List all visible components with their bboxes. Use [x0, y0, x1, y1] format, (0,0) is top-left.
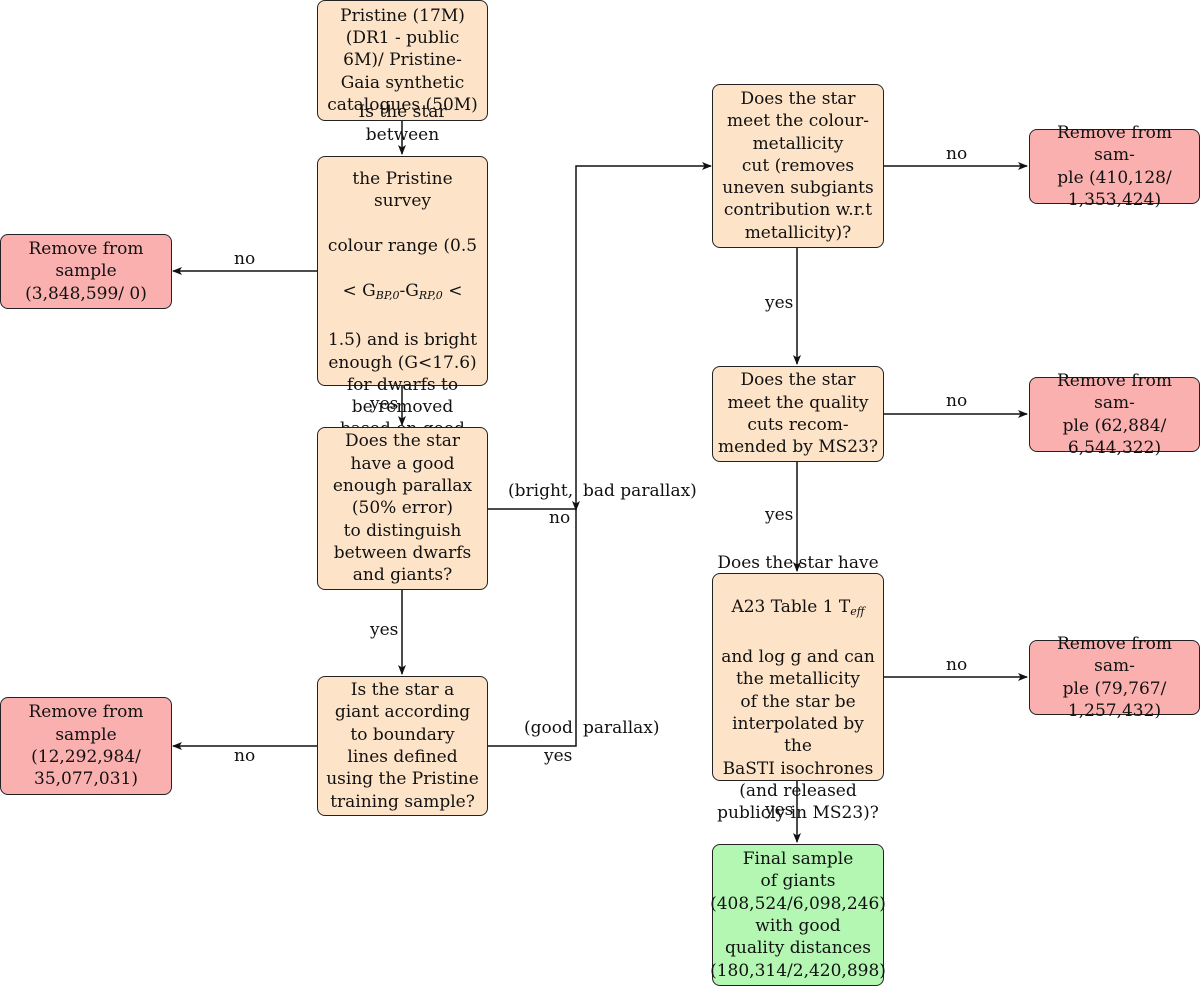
label-no-q1: no — [234, 249, 256, 269]
q1-line3: colour range (0.5 — [327, 236, 478, 257]
node-source-catalogues: Pristine (17M) (DR1 - public 6M)/ Pristi… — [317, 0, 488, 121]
label-yes-q4: yes — [765, 293, 794, 313]
node-remove-quality-cuts: Remove from sam- ple (62,884/ 6,544,322) — [1029, 371, 1200, 458]
q6-line2: A23 Table 1 Teff — [731, 597, 865, 619]
node-remove-colour-metallicity: Remove from sam- ple (410,128/ 1,353,424… — [1029, 123, 1200, 210]
label-no-q4: no — [946, 144, 968, 164]
q6-line1: Does the star have — [717, 552, 879, 573]
label-yes-q2: yes — [370, 620, 399, 640]
label-good-left: (good — [524, 718, 573, 738]
node-isochrone-question: Does the star have A23 Table 1 Teff and … — [712, 553, 884, 823]
label-no-q5: no — [946, 391, 968, 411]
label-no-q2: no — [549, 508, 571, 528]
node-giant-question: Is the star a giant according to boundar… — [317, 676, 488, 816]
label-bright-right: bad parallax) — [583, 481, 697, 501]
node-remove-colour-range: Remove from sample (3,848,599/ 0) — [0, 234, 172, 309]
node-remove-isochrone: Remove from sam- ple (79,767/ 1,257,432) — [1029, 634, 1200, 721]
node-colour-range-question: Is the star between the Pristine survey … — [317, 102, 488, 462]
label-no-q3: no — [234, 746, 256, 766]
label-good-right: parallax) — [583, 718, 660, 738]
label-bright-left: (bright, — [508, 481, 574, 501]
node-quality-cuts-question: Does the star meet the quality cuts reco… — [712, 366, 884, 462]
node-remove-dwarfs: Remove from sample (12,292,984/ 35,077,0… — [0, 697, 172, 795]
node-colour-metallicity-question: Does the star meet the colour- metallici… — [712, 84, 884, 248]
node-final-sample: Final sample of giants (408,524/6,098,24… — [710, 844, 886, 986]
label-yes-q6: yes — [765, 800, 794, 820]
q1-line4: < GBP,0-GRP,0 < — [342, 280, 463, 302]
node-parallax-question: Does the star have a good enough paralla… — [317, 427, 488, 590]
q6-rest: and log g and can the metallicity of the… — [717, 647, 879, 824]
edge-q3-q4 — [488, 162, 712, 747]
label-yes-q5: yes — [765, 505, 794, 525]
label-yes-q1: yes — [370, 394, 399, 414]
q1-line1: Is the star between — [358, 102, 447, 145]
q1-line2: the Pristine survey — [352, 169, 453, 212]
label-yes-q3: yes — [544, 746, 573, 766]
label-no-q6: no — [946, 655, 968, 675]
